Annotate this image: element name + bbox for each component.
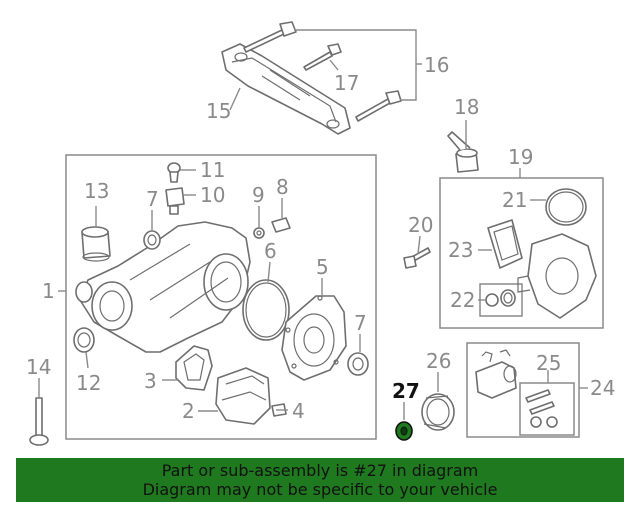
callout-22: 22 <box>450 288 475 312</box>
callout-13: 13 <box>84 179 109 203</box>
washer-part <box>253 227 265 239</box>
o-ring-part <box>545 188 587 226</box>
callout-27-highlighted: 27 <box>392 379 420 403</box>
assembly-25-box <box>519 382 575 436</box>
callout-4: 4 <box>292 399 305 423</box>
callout-7-lower: 7 <box>354 311 367 335</box>
highlighted-part-27[interactable] <box>395 421 413 441</box>
differential-cover-part <box>281 295 347 381</box>
bushing-part <box>81 226 111 262</box>
banner-line-part-number: Part or sub-assembly is #27 in diagram <box>161 461 479 480</box>
breather-cap-part <box>447 131 479 173</box>
callout-25: 25 <box>536 351 561 375</box>
callout-20: 20 <box>408 213 433 237</box>
callout-26: 26 <box>426 349 451 373</box>
callout-15: 15 <box>206 99 231 123</box>
assembly-19-box <box>439 177 604 329</box>
pump-part <box>475 349 517 399</box>
part-info-banner: Part or sub-assembly is #27 in diagram D… <box>16 458 624 502</box>
callout-numbers: 1 2 3 4 5 6 7 7 8 9 10 11 12 13 14 15 16… <box>26 53 615 423</box>
actuator-part <box>215 367 271 425</box>
seal-part <box>347 352 369 376</box>
callout-9: 9 <box>252 183 265 207</box>
bolt-part <box>355 90 402 122</box>
control-module-part <box>487 219 523 269</box>
o-ring-part <box>242 279 290 341</box>
callout-2: 2 <box>182 399 195 423</box>
callout-23: 23 <box>448 238 473 262</box>
coupling-motor-part <box>517 233 597 319</box>
callout-16: 16 <box>424 53 449 77</box>
sensor-part <box>165 187 185 215</box>
drain-plug-part <box>167 162 181 183</box>
mounting-bracket-part <box>221 43 351 135</box>
filler-plug-part <box>271 217 291 233</box>
seal-part <box>73 327 95 353</box>
long-bolt-part <box>29 397 49 446</box>
callout-6: 6 <box>264 239 277 263</box>
bolt-kit-part <box>525 389 558 428</box>
callout-18: 18 <box>454 95 479 119</box>
callout-17: 17 <box>334 71 359 95</box>
callout-19: 19 <box>508 145 533 169</box>
assembly-24-box <box>466 342 580 438</box>
callout-3: 3 <box>144 369 157 393</box>
leader-lines <box>38 29 588 420</box>
differential-housing-part <box>75 221 251 353</box>
callout-12: 12 <box>76 371 101 395</box>
callout-1: 1 <box>42 279 55 303</box>
seal-part <box>143 230 161 250</box>
callout-7-upper: 7 <box>146 187 159 211</box>
callout-21: 21 <box>502 188 527 212</box>
callout-24: 24 <box>590 376 615 400</box>
main-assembly-box <box>65 154 377 440</box>
callout-14: 14 <box>26 355 51 379</box>
callout-10: 10 <box>200 183 225 207</box>
bolt-part <box>403 247 431 269</box>
callout-5: 5 <box>316 255 329 279</box>
seal-ring-part <box>421 393 455 431</box>
gasket-part <box>175 345 213 391</box>
bolt-part <box>243 21 297 53</box>
callout-8: 8 <box>276 175 289 199</box>
seal-kit-part <box>485 289 516 307</box>
callout-11: 11 <box>200 158 225 182</box>
banner-line-disclaimer: Diagram may not be specific to your vehi… <box>142 480 498 499</box>
bolt-part <box>303 43 342 71</box>
